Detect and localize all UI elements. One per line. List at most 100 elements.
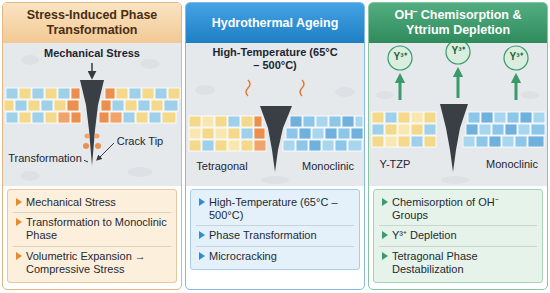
part-label: Transformation	[6, 152, 84, 165]
ageing-illustration	[202, 128, 214, 139]
depletion-illustration	[502, 136, 514, 147]
ageing-illustration	[260, 106, 292, 172]
stress-illustration	[95, 134, 100, 139]
depletion-illustration	[521, 91, 539, 99]
stress-illustration	[85, 134, 90, 139]
depletion-illustration	[515, 136, 527, 147]
ageing-illustration	[316, 116, 328, 127]
depletion-illustration	[515, 76, 518, 100]
part-label: Crack Tip	[115, 135, 165, 148]
stress-illustration	[95, 143, 101, 149]
stress-illustration	[3, 42, 181, 186]
summary-box: Mechanical StressTransformation to Monoc…	[7, 189, 177, 283]
stress-illustration	[19, 88, 31, 99]
stress-illustration	[20, 171, 40, 181]
bullet-item: Chemisorption of OH⁻ Groups	[379, 193, 537, 225]
bullet-item: Microcracking	[196, 246, 354, 266]
depletion-illustration	[518, 124, 530, 135]
stress-illustration	[99, 112, 109, 123]
stress-illustration	[162, 112, 176, 123]
ageing-illustration	[189, 128, 201, 139]
depletion-illustration	[398, 136, 410, 147]
part-label: Tetragonal	[194, 160, 249, 173]
stress-illustration	[32, 112, 44, 123]
ageing-illustration	[351, 128, 363, 139]
stress-illustration	[19, 112, 31, 123]
depletion-illustration	[494, 112, 506, 123]
depletion-illustration	[385, 124, 397, 135]
ion-label: Y³⁺	[508, 51, 525, 63]
bullet-item: Transformation to Monoclinic Phase	[13, 212, 171, 245]
stress-illustration	[136, 112, 148, 123]
stress-illustration	[6, 112, 18, 123]
bullet-item: Tetragonal Phase Destabilization	[379, 246, 537, 279]
depletion-illustration	[504, 46, 528, 70]
depletion-illustration	[463, 136, 475, 147]
stress-illustration	[71, 88, 80, 99]
depletion-illustration	[466, 124, 478, 135]
stress-illustration	[168, 88, 180, 99]
bullet-item: Phase Transformation	[196, 225, 354, 245]
ageing-illustration	[241, 128, 253, 139]
depletion-illustration	[424, 124, 436, 135]
depletion-illustration	[411, 136, 423, 147]
ageing-illustration	[228, 140, 240, 151]
depletion-illustration	[376, 91, 394, 99]
ageing-illustration	[202, 116, 214, 127]
stress-illustration	[155, 88, 167, 99]
depletion-illustration	[492, 124, 504, 135]
ageing-illustration	[246, 80, 250, 96]
depletion-illustration	[424, 112, 436, 123]
stress-illustration	[15, 100, 27, 111]
depletion-illustration	[489, 136, 501, 147]
ageing-illustration	[189, 140, 201, 151]
stress-illustration	[21, 55, 39, 65]
stress-illustration	[151, 100, 163, 111]
depletion-illustration	[411, 124, 423, 135]
depletion-illustration	[507, 112, 519, 123]
ageing-illustration	[348, 140, 362, 151]
part-label: Monoclinic	[300, 160, 356, 173]
depletion-illustration	[481, 112, 493, 123]
stress-illustration	[58, 88, 70, 99]
ageing-illustration	[186, 42, 364, 186]
depletion-illustration	[372, 124, 384, 135]
depletion-illustration	[388, 46, 412, 70]
depletion-illustration	[476, 136, 488, 147]
ageing-illustration	[290, 116, 302, 127]
ageing-illustration	[335, 87, 355, 97]
depletion-illustration	[369, 40, 547, 186]
stress-illustration	[112, 100, 124, 111]
ageing-illustration	[241, 140, 253, 151]
stress-illustration	[45, 88, 57, 99]
ageing-illustration	[254, 128, 265, 139]
ageing-illustration	[228, 128, 240, 139]
part-label: Mechanical Stress	[42, 47, 142, 60]
ageing-illustration	[300, 80, 304, 96]
ageing-illustration	[322, 140, 334, 151]
part-label: High-Temperature (65°C – 500°C)	[208, 46, 342, 72]
stress-illustration	[67, 100, 79, 111]
ageing-illustration	[202, 140, 214, 151]
summary-box: Chemisorption of OH⁻ GroupsY³⁺ Depletion…	[373, 189, 543, 283]
ageing-illustration	[329, 116, 341, 127]
stress-illustration	[54, 100, 66, 111]
stress-illustration	[91, 63, 93, 78]
stress-illustration	[128, 167, 152, 177]
depletion-illustration	[505, 124, 517, 135]
ageing-illustration	[338, 128, 350, 139]
stress-illustration	[4, 100, 14, 111]
depletion-illustration	[468, 112, 480, 123]
depletion-illustration	[399, 76, 402, 100]
depletion-illustration	[441, 176, 469, 184]
depletion-illustration	[520, 112, 532, 123]
ageing-illustration	[215, 140, 227, 151]
depletion-illustration	[411, 112, 423, 123]
depletion-illustration	[398, 124, 410, 135]
stress-illustration	[149, 112, 161, 123]
depletion-illustration	[531, 124, 545, 135]
ageing-illustration	[296, 140, 308, 151]
depletion-illustration	[372, 136, 384, 147]
ageing-illustration	[299, 128, 311, 139]
